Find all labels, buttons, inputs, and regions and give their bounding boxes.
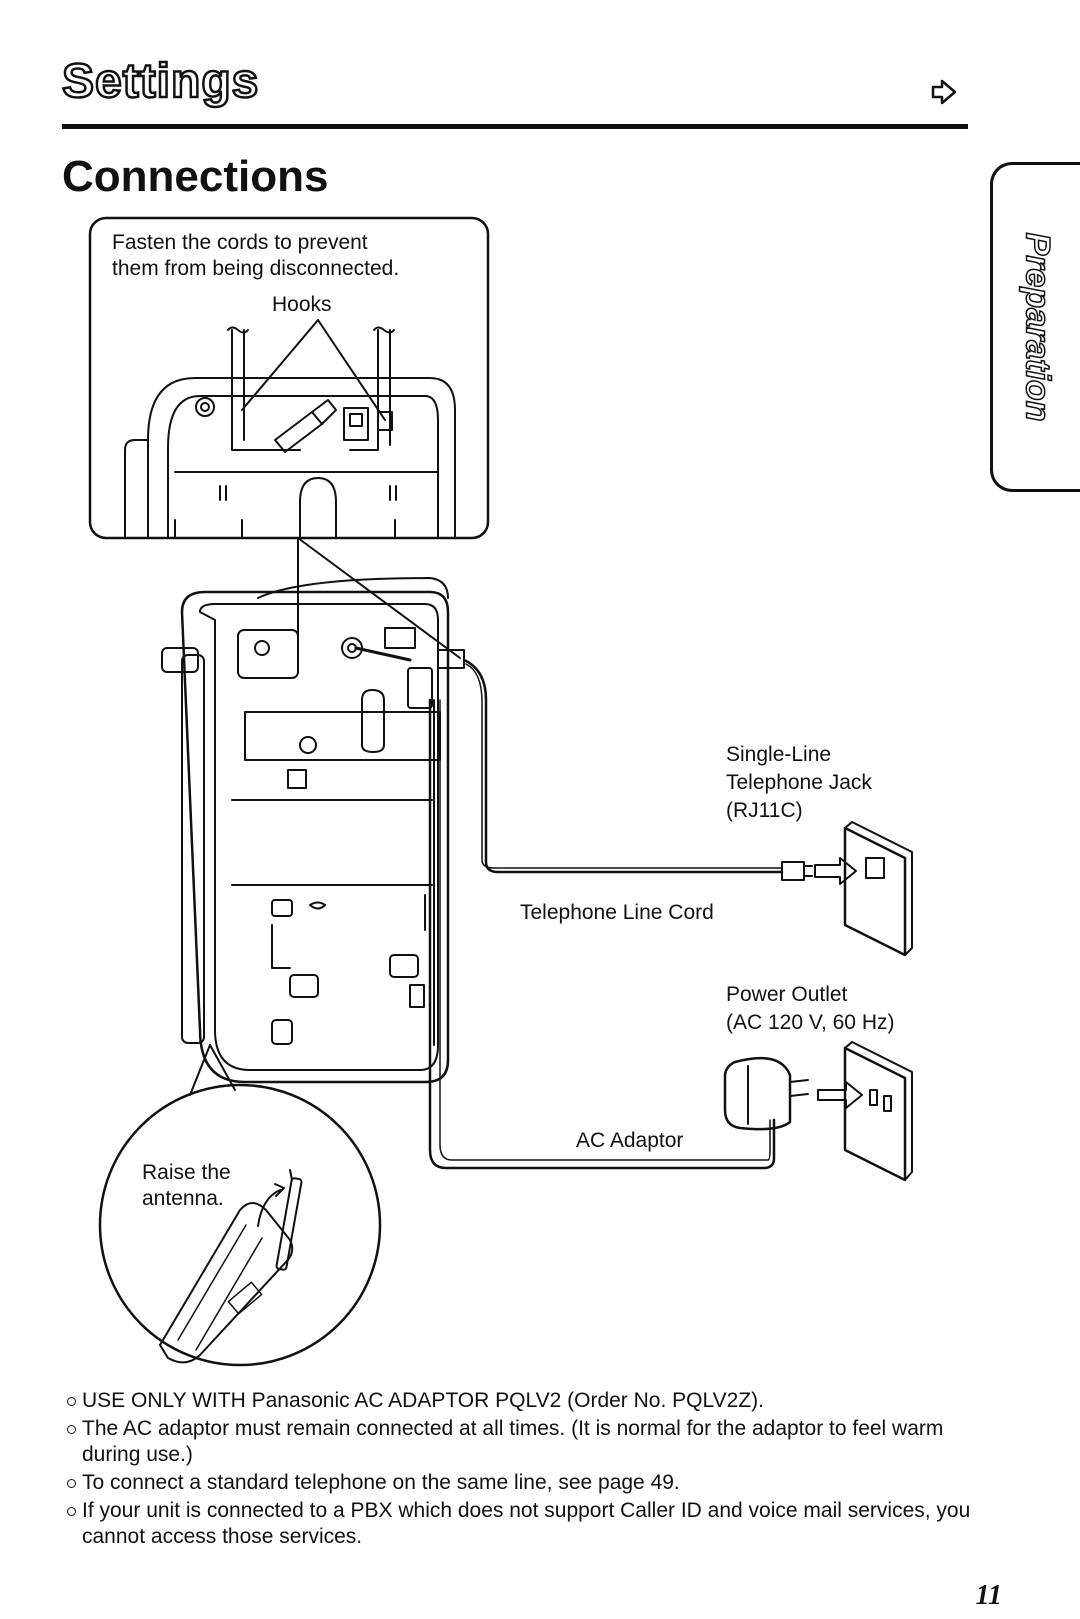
note-item: To connect a standard telephone on the s… [66,1470,996,1496]
antenna-callout-line2: antenna. [142,1187,224,1210]
side-tab: Preparation [990,162,1080,492]
hooks-callout-box [88,216,490,540]
power-outlet-plate [843,1046,907,1182]
ac-adaptor [723,1056,809,1131]
antenna-pointer-left [189,1044,211,1096]
hooks-callout-line2: them from being disconnected. [112,257,400,280]
hooks-callout-line1: Fasten the cords to prevent [112,231,368,254]
notes-list: USE ONLY WITH Panasonic AC ADAPTOR PQLV2… [66,1388,996,1552]
ac-power-cord [428,698,776,1170]
ac-adaptor-label: AC Adaptor [576,1129,684,1152]
title-divider [62,124,968,129]
note-item: If your unit is connected to a PBX which… [66,1498,996,1550]
hooks-label: Hooks [272,293,332,316]
plug-arrow [814,857,857,885]
antenna-pointer-right [209,1044,236,1091]
zoom-line-right [297,537,461,659]
phone-jack-label-line2: Telephone Jack [726,771,872,794]
wall-jack-plate [843,826,907,957]
line-cord-label: Telephone Line Cord [520,901,714,924]
hooks-pointer-left [241,319,319,411]
telephone-line-cord [462,658,784,874]
page-heading: Connections [62,152,329,201]
antenna-callout-line1: Raise the [142,1161,231,1184]
base-unit [161,577,465,1084]
connection-diagram [88,216,913,1367]
page-number: 11 [975,1580,1002,1611]
power-outlet-label-line1: Power Outlet [726,983,848,1006]
power-outlet-label-line2: (AC 120 V, 60 Hz) [726,1011,895,1034]
arrow-right-icon [931,79,957,105]
antenna-callout-circle [98,1083,382,1367]
section-title: Settings [61,54,260,110]
phone-jack-label-line1: Single-Line [726,743,832,766]
base-closeup [124,326,456,539]
note-item: USE ONLY WITH Panasonic AC ADAPTOR PQLV2… [66,1388,996,1414]
handset-drawing [159,1169,303,1364]
outlet-arrow [817,1081,863,1109]
phone-jack-label-line3: (RJ11C) [726,799,803,822]
hooks-pointer-right [317,319,386,421]
rj11-plug [781,861,805,881]
note-item: The AC adaptor must remain connected at … [66,1416,996,1468]
